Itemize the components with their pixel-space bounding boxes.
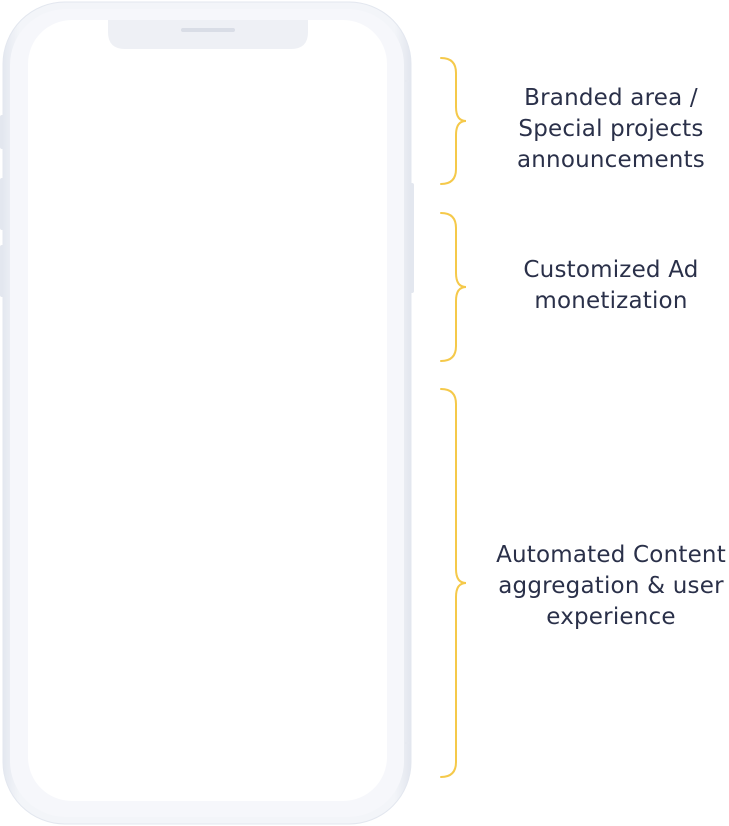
phone-antenna-line: [405, 742, 409, 744]
annotation-line: Special projects: [518, 116, 704, 142]
annotation-ad-monetization: Customized Ad monetization: [486, 255, 729, 317]
annotation-content-aggregation: Automated Content aggregation & user exp…: [486, 540, 729, 633]
annotation-branded-area: Branded area / Special projects announce…: [486, 83, 729, 176]
annotation-line: aggregation & user: [498, 573, 724, 599]
phone-antenna-line: [405, 80, 409, 82]
annotation-line: announcements: [516, 147, 705, 173]
phone-speaker: [181, 28, 235, 32]
curly-brace-ad: [440, 212, 467, 362]
annotation-line: experience: [546, 604, 676, 630]
curly-brace-branded: [440, 57, 467, 185]
phone-mockup: [0, 1, 414, 825]
phone-screen: [28, 20, 387, 801]
annotation-line: Branded area /: [524, 85, 698, 111]
annotation-line: monetization: [534, 288, 688, 314]
annotation-line: Automated Content: [496, 542, 726, 568]
curly-brace-content: [440, 388, 467, 778]
phone-notch: [108, 20, 308, 49]
annotation-line: Customized Ad: [523, 257, 699, 283]
